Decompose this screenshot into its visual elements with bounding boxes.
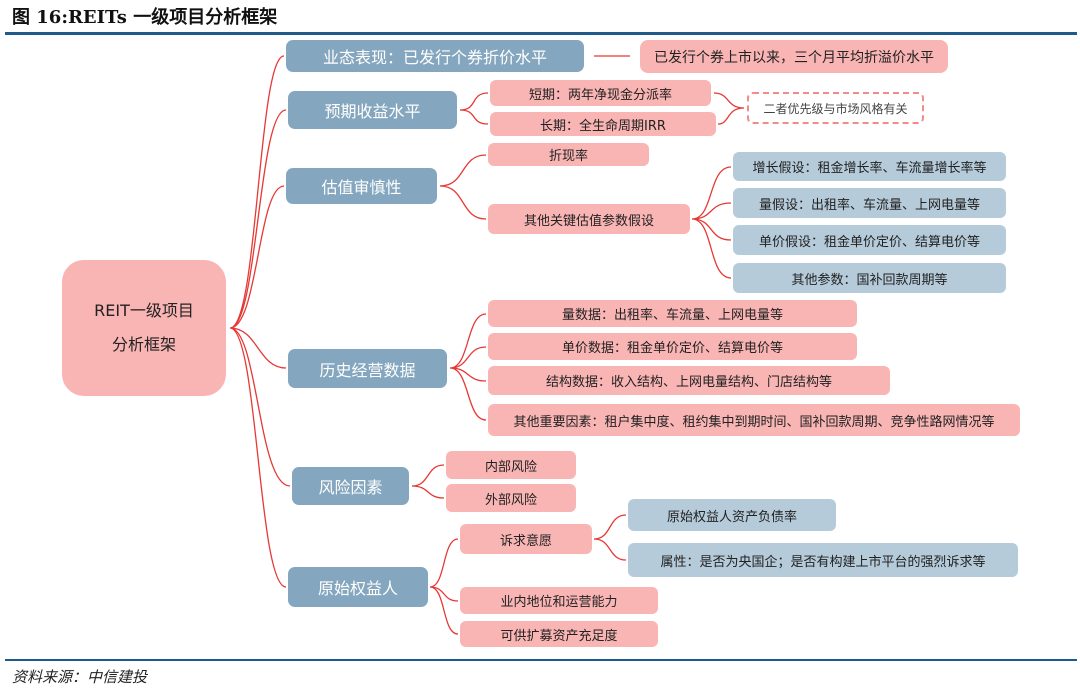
source-note: 资料来源：中信建投 — [12, 668, 148, 686]
n3-brace — [439, 154, 487, 220]
root-line1: REIT一级项目 — [94, 301, 194, 320]
top-divider — [5, 32, 1077, 35]
n2-note-brace — [713, 92, 745, 125]
node-volume-data: 量数据：出租率、车流量、上网电量等 — [488, 300, 857, 327]
root-line2: 分析框架 — [111, 335, 176, 354]
node-risk: 风险因素 — [292, 467, 409, 505]
node-attributes: 属性：是否为央国企；是否有构建上市平台的强烈诉求等 — [628, 543, 1018, 577]
node-internal-risk: 内部风险 — [446, 451, 576, 479]
bottom-divider — [5, 659, 1077, 661]
n5-brace — [411, 464, 445, 499]
node-expansion-assets: 可供扩募资产充足度 — [460, 621, 658, 647]
n2-brace — [459, 92, 489, 125]
n6-brace — [429, 538, 459, 635]
node-volume-assumption: 量假设：出租率、车流量、上网电量等 — [733, 188, 1006, 218]
n4-brace — [449, 313, 487, 421]
node-market-performance: 业态表现：已发行个券折价水平 — [286, 40, 584, 72]
node-sponsor: 原始权益人 — [288, 567, 428, 607]
node-operating-capability: 业内地位和运营能力 — [460, 587, 658, 614]
node-expected-return: 预期收益水平 — [288, 91, 457, 129]
node-discount-rate: 折现率 — [488, 143, 649, 166]
node-debt-ratio: 原始权益人资产负债率 — [628, 499, 836, 531]
node-price-data: 单价数据：租金单价定价、结算电价等 — [488, 333, 857, 360]
node-discount-level: 已发行个券上市以来，三个月平均折溢价水平 — [640, 40, 948, 73]
node-other-params: 其他参数：国补回款周期等 — [733, 263, 1006, 293]
node-growth-assumption: 增长假设：租金增长率、车流量增长率等 — [733, 152, 1006, 181]
note-priority: 二者优先级与市场风格有关 — [747, 92, 924, 124]
node-price-assumption: 单价假设：租金单价定价、结算电价等 — [733, 225, 1006, 255]
node-long-term: 长期：全生命周期IRR — [490, 112, 716, 136]
root-node: REIT一级项目 分析框架 — [62, 260, 226, 396]
node-willingness: 诉求意愿 — [460, 524, 592, 554]
node-key-assumptions: 其他关键估值参数假设 — [488, 204, 690, 234]
n6a-brace — [593, 514, 627, 561]
node-short-term: 短期：两年净现金分派率 — [490, 80, 711, 106]
node-external-risk: 外部风险 — [446, 484, 576, 512]
n3b-brace — [691, 166, 732, 279]
figure-title: 图 16:REITs 一级项目分析框架 — [12, 7, 278, 28]
node-other-factors: 其他重要因素：租户集中度、租约集中到期时间、国补回款周期、竞争性路网情况等 — [488, 404, 1020, 436]
node-structure-data: 结构数据：收入结构、上网电量结构、门店结构等 — [488, 366, 890, 395]
node-valuation: 估值审慎性 — [286, 168, 437, 204]
node-history: 历史经营数据 — [288, 349, 447, 388]
root-connector — [229, 55, 291, 588]
